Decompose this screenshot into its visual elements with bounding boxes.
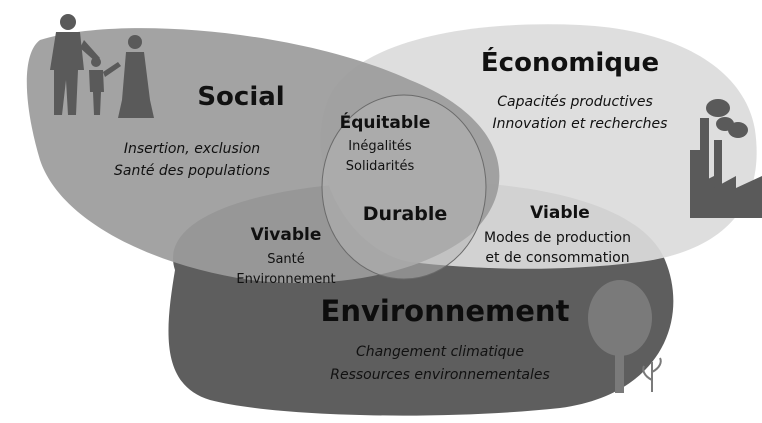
social-title: Social [197,82,285,112]
equitable-line1: Inégalités [348,139,412,154]
environnement-line2: Ressources environnementales [330,367,550,383]
viable-line1: Modes de production [483,230,631,246]
vivable-title: Vivable [250,225,322,245]
viable-title: Viable [530,203,590,223]
social-line2: Santé des populations [114,163,270,179]
vivable-line2: Environnement [236,272,336,287]
equitable-region [321,94,487,280]
environnement-line1: Changement climatique [355,344,525,360]
vivable-line1: Santé [267,252,305,267]
social-line1: Insertion, exclusion [123,141,261,157]
equitable-line2: Solidarités [345,159,415,174]
economique-line1: Capacités productives [497,94,653,110]
economique-line2: Innovation et recherches [492,116,668,132]
environnement-title: Environnement [320,294,570,328]
factory-icon [690,99,762,218]
tree-icon [588,280,652,393]
economique-title: Économique [480,48,660,78]
viable-line2: et de consommation [485,250,630,266]
equitable-title: Équitable [339,113,431,133]
sprout-icon [642,357,662,392]
durable-title: Durable [362,203,448,225]
family-icon [50,14,154,118]
